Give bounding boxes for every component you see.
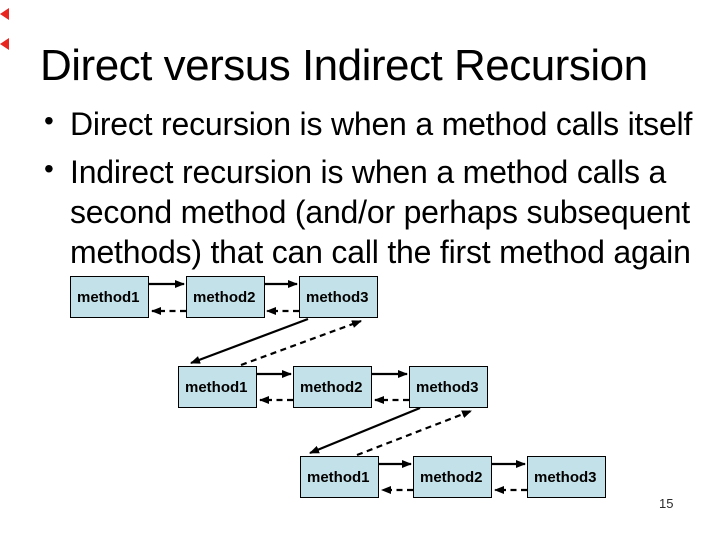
- red-marker-icon: [0, 8, 9, 20]
- method-box: method3: [409, 366, 488, 408]
- page-number: 15: [659, 496, 674, 511]
- bullet-text-line: methods) that can call the first method …: [70, 234, 691, 270]
- method-box: method2: [293, 366, 372, 408]
- method-box: method1: [178, 366, 257, 408]
- bullet-list: • Direct recursion is when a method call…: [44, 104, 716, 272]
- bullet-text-line: Direct recursion is when a method calls …: [70, 106, 693, 142]
- method-box: method1: [70, 276, 149, 318]
- bullet-item: • Direct recursion is when a method call…: [44, 104, 716, 144]
- method-box: method1: [300, 456, 379, 498]
- bullet-item: • Indirect recursion is when a method ca…: [44, 152, 716, 272]
- method-box: method2: [413, 456, 492, 498]
- method-box: method2: [186, 276, 265, 318]
- bullet-icon: •: [44, 153, 54, 184]
- call-arrow: [190, 317, 309, 365]
- red-marker-icon: [0, 38, 9, 50]
- bullet-text-line: second method (and/or perhaps subsequent: [70, 194, 690, 230]
- page-title: Direct versus Indirect Recursion: [40, 41, 648, 90]
- bullet-icon: •: [44, 105, 54, 136]
- call-arrow: [309, 406, 421, 455]
- return-arrow: [356, 409, 472, 457]
- return-arrow: [240, 319, 362, 367]
- method-box: method3: [527, 456, 606, 498]
- bullet-text-line: Indirect recursion is when a method call…: [70, 154, 667, 190]
- method-box: method3: [299, 276, 378, 318]
